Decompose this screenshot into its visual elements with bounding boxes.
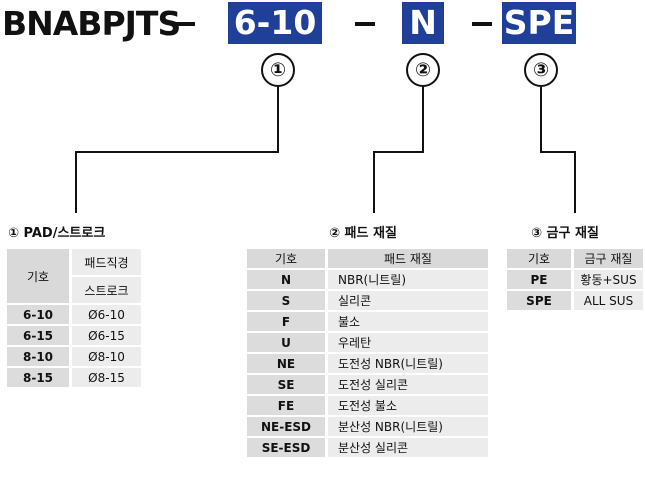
material-section-title: ② 패드 재질 [329,226,397,241]
material-code: SE-ESD [247,438,325,457]
fitting-head-desc: 금구 재질 [571,249,643,268]
table-row: N NBR(니트릴) [247,270,488,289]
pad-table: 기호 패드직경 스트로크 6-10 Ø6-10 6-15 Ø6-15 8-10 … [7,247,141,389]
connector-3-vertical [540,87,542,153]
material-code: SE [247,375,325,394]
pad-code: 6-10 [7,305,69,324]
connector-2-horizontal [373,151,424,153]
code-box-pad: 6-10 [228,2,322,44]
connector-1-vertical [277,87,279,153]
code-box-fitting: SPE [502,2,576,44]
model-name: BNABPJTS [2,4,181,43]
material-code: S [247,291,325,310]
table-row: 6-10 Ø6-10 [7,305,141,324]
table-row: SE-ESD 분산성 실리콘 [247,438,488,457]
marker-2: ② [406,53,440,87]
material-head-code: 기호 [247,249,325,268]
table-row: S 실리콘 [247,291,488,310]
table-row: 8-15 Ø8-15 [7,368,141,387]
material-desc: NBR(니트릴) [325,270,488,289]
separator-dash-2 [355,22,375,26]
pad-code: 8-10 [7,347,69,366]
marker-1: ① [261,53,295,87]
material-desc: 분산성 NBR(니트릴) [325,417,488,436]
fitting-desc: ALL SUS [571,291,643,310]
pad-head-code: 기호 [7,249,69,303]
pad-section-title: ① PAD/스트로크 [8,226,106,241]
table-row: NE 도전성 NBR(니트릴) [247,354,488,373]
material-desc: 실리콘 [325,291,488,310]
table-row: 8-10 Ø8-10 [7,347,141,366]
fitting-section-title: ③ 금구 재질 [531,226,599,241]
pad-code: 6-15 [7,326,69,345]
fitting-head-code: 기호 [507,249,571,268]
table-row: SPE ALL SUS [507,291,643,310]
separator-dash-1 [175,22,195,26]
table-row: FE 도전성 불소 [247,396,488,415]
table-row: F 불소 [247,312,488,331]
table-row: NE-ESD 분산성 NBR(니트릴) [247,417,488,436]
fitting-code: SPE [507,291,571,310]
material-desc: 분산성 실리콘 [325,438,488,457]
material-table: 기호 패드 재질 N NBR(니트릴) S 실리콘 F 불소 U 우레탄 NE … [247,247,488,459]
connector-1-drop [75,151,77,213]
material-code: NE [247,354,325,373]
fitting-table: 기호 금구 재질 PE 황동+SUS SPE ALL SUS [507,247,643,312]
connector-3-horizontal [540,151,576,153]
pad-desc: Ø6-10 [69,305,141,324]
table-row: 6-15 Ø6-15 [7,326,141,345]
material-code: NE-ESD [247,417,325,436]
fitting-desc: 황동+SUS [571,270,643,289]
material-code: U [247,333,325,352]
marker-3: ③ [524,53,558,87]
connector-1-horizontal [75,151,279,153]
pad-head-desc2: 스트로크 [69,277,141,303]
connector-2-drop [373,151,375,213]
fitting-code: PE [507,270,571,289]
material-code: N [247,270,325,289]
code-box-material: N [402,2,444,44]
pad-desc: Ø6-15 [69,326,141,345]
material-desc: 우레탄 [325,333,488,352]
material-code: FE [247,396,325,415]
connector-3-drop [574,151,576,213]
material-desc: 도전성 불소 [325,396,488,415]
pad-code: 8-15 [7,368,69,387]
separator-dash-3 [472,22,492,26]
material-desc: 불소 [325,312,488,331]
connector-2-vertical [422,87,424,153]
pad-head-desc1: 패드직경 [69,249,141,275]
table-row: U 우레탄 [247,333,488,352]
table-row: SE 도전성 실리콘 [247,375,488,394]
pad-desc: Ø8-10 [69,347,141,366]
pad-desc: Ø8-15 [69,368,141,387]
material-head-desc: 패드 재질 [325,249,488,268]
material-code: F [247,312,325,331]
material-desc: 도전성 실리콘 [325,375,488,394]
table-row: PE 황동+SUS [507,270,643,289]
material-desc: 도전성 NBR(니트릴) [325,354,488,373]
